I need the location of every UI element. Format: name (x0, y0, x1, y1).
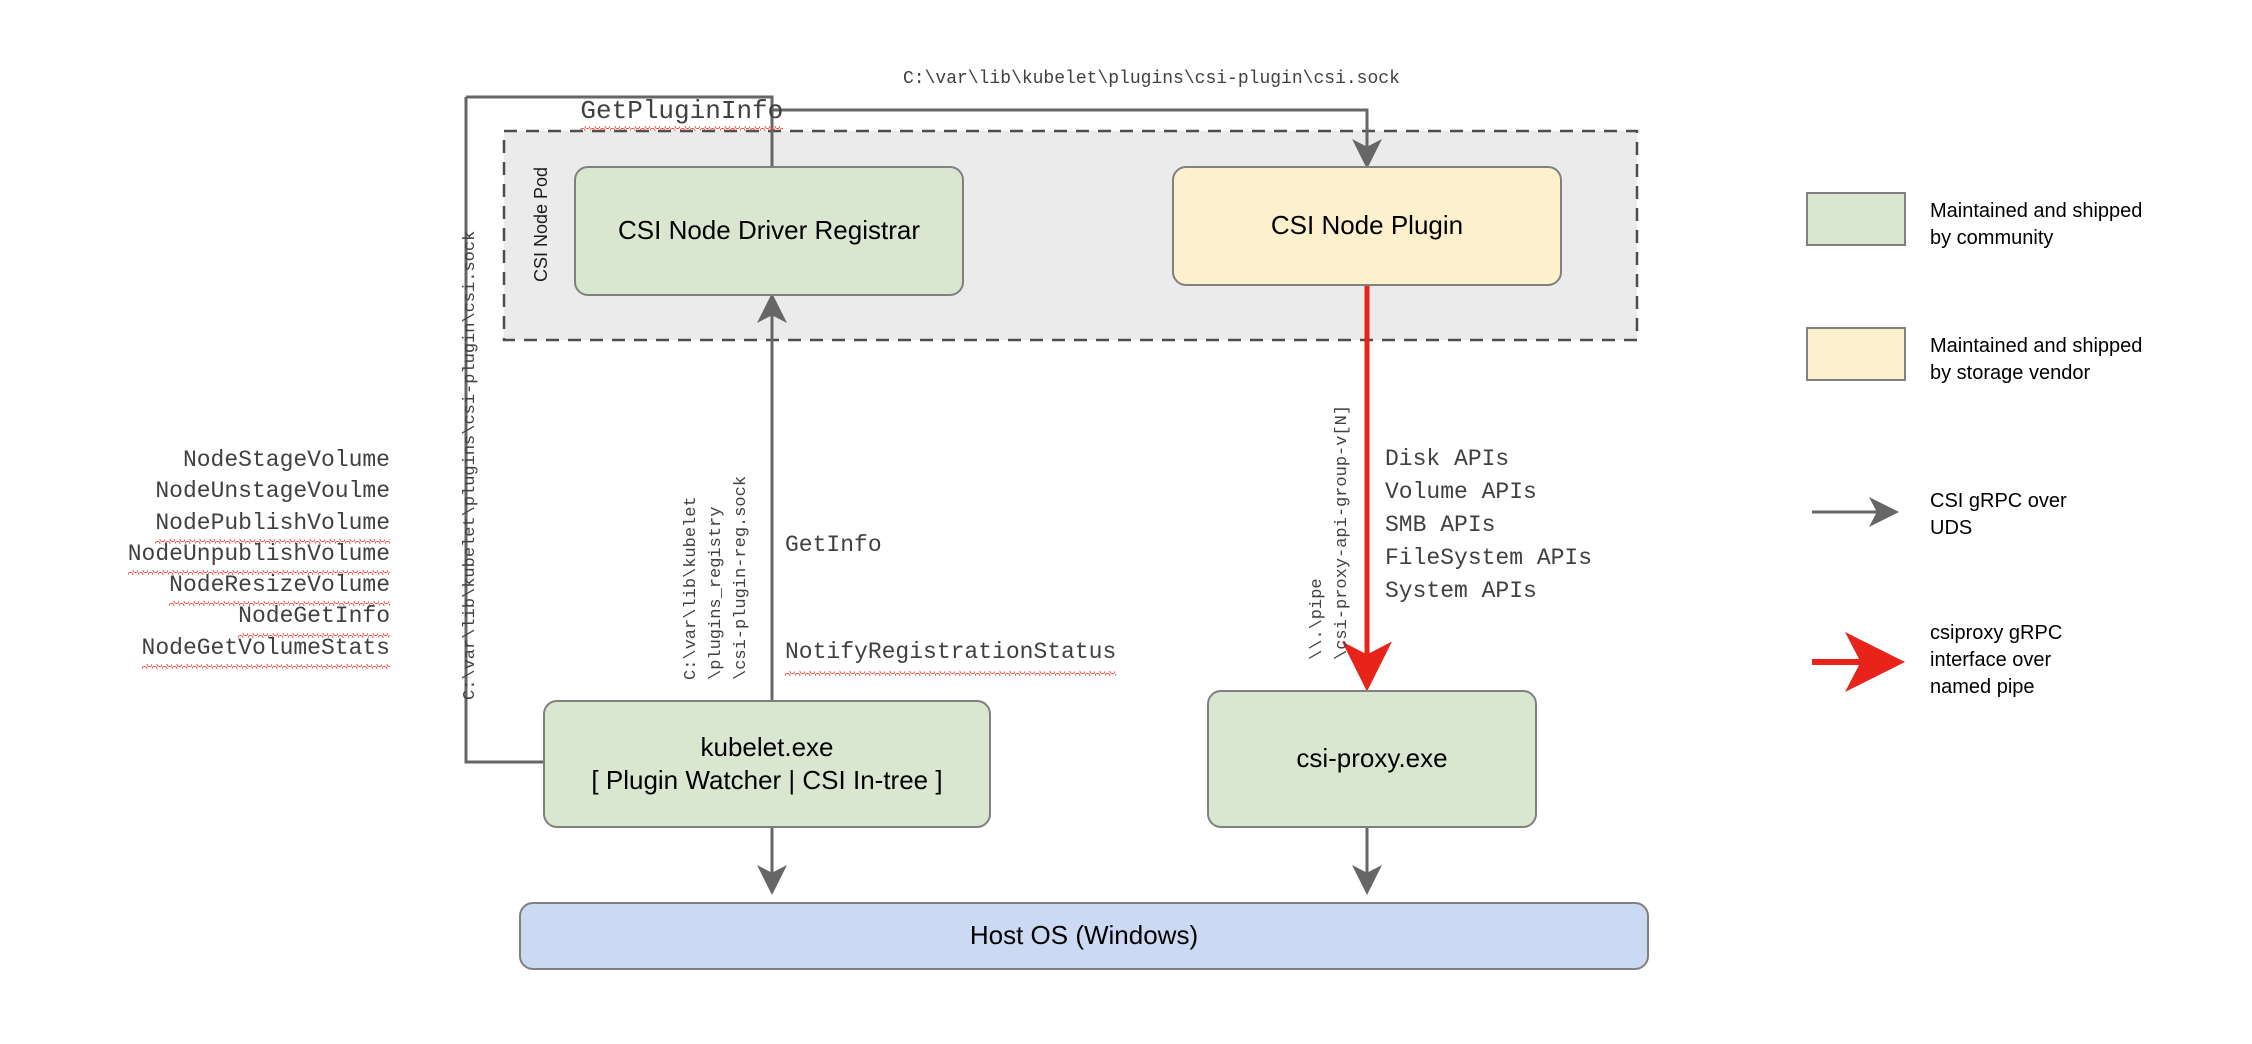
node-kubelet-exe[interactable]: kubelet.exe [ Plugin Watcher | CSI In-tr… (543, 700, 991, 828)
list-item: NodeResizeVolume (70, 570, 390, 607)
legend-text-vendor: Maintained and shipped by storage vendor (1930, 335, 2143, 384)
proxy-api-list: Disk APIs Volume APIs SMB APIs FileSyste… (1385, 443, 1592, 609)
label-get-info: GetInfo (785, 532, 882, 559)
list-item: Volume APIs (1385, 479, 1537, 506)
csi-sock-connector (772, 108, 1382, 169)
label-registration-calls: GetInfo NotifyRegistrationStatus (785, 457, 1117, 742)
node-label: Host OS (Windows) (969, 920, 1199, 951)
node-host-os[interactable]: Host OS (Windows) (519, 902, 1649, 970)
get-plugin-info-connector (464, 97, 543, 764)
node-csi-node-plugin[interactable]: CSI Node Plugin (1172, 166, 1562, 286)
label-registry-sock-line3: \csi-plugin-reg.sock (732, 475, 751, 680)
node-service-call-list: NodeStageVolume NodeUnstageVoulme NodePu… (70, 445, 391, 670)
node-csi-node-driver-registrar[interactable]: CSI Node Driver Registrar (574, 166, 964, 296)
list-item: NodePublishVolume (70, 508, 390, 545)
list-item: NodeUnpublishVolume (70, 539, 391, 576)
label-csi-sock-vertical: C:\var\lib\kubelet\plugins\csi-plugin\cs… (461, 230, 480, 700)
legend-text-csi-grpc: CSI gRPC over UDS (1930, 490, 2067, 539)
label-registry-sock-line1: C:\var\lib\kubelet (682, 496, 701, 680)
node-label: csi-proxy.exe (1296, 743, 1448, 774)
label-csi-sock-path: C:\var\lib\kubelet\plugins\csi-plugin\cs… (903, 69, 1400, 89)
get-plugin-info-text: GetPluginInfo (580, 96, 784, 131)
kubelet-subtitle: [ Plugin Watcher | CSI In-tree ] (591, 765, 943, 795)
list-item: NodeGetInfo (70, 601, 390, 638)
csi-node-pod-label: CSI Node Pod (531, 166, 551, 282)
label-named-pipe-line2: \csi-proxy-api-group-v[N] (1333, 404, 1352, 660)
list-item: FileSystem APIs (1385, 545, 1593, 572)
label-get-plugin-info: GetPluginInfo (518, 66, 783, 156)
label-named-pipe-line1: \\.\pipe (1308, 578, 1327, 660)
kubelet-title: kubelet.exe (700, 731, 834, 762)
node-label: CSI Node Driver Registrar (618, 215, 920, 246)
label-registry-sock-line2: \plugins_registry (707, 506, 726, 680)
legend-text-community: Maintained and shipped by community (1930, 200, 2143, 249)
list-item: System APIs (1385, 578, 1537, 605)
list-item: NodeStageVolume (182, 447, 390, 473)
node-csi-proxy-exe[interactable]: csi-proxy.exe (1207, 690, 1537, 828)
legend-swatch-vendor (1806, 327, 1906, 381)
list-item: NodeGetVolumeStats (70, 633, 391, 670)
list-item: NodeUnstageVoulme (155, 478, 390, 505)
list-item: SMB APIs (1385, 512, 1496, 539)
legend-text-csiproxy-grpc: csiproxy gRPC interface over named pipe (1930, 622, 2063, 698)
legend-swatch-community (1806, 192, 1906, 246)
list-item: Disk APIs (1385, 446, 1510, 472)
node-label: CSI Node Plugin (1270, 210, 1464, 241)
label-notify-registration-status: NotifyRegistrationStatus (785, 635, 1117, 676)
